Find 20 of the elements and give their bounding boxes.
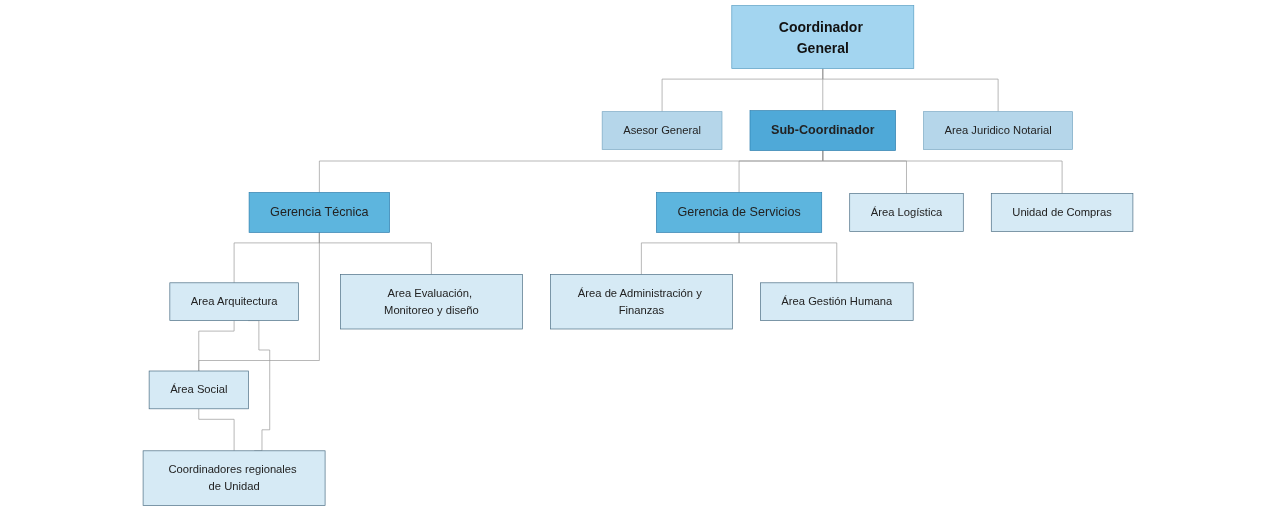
connector (738, 232, 838, 284)
connector (198, 320, 235, 372)
connector (198, 408, 235, 452)
node-box: Area Evaluación, Monitoreo y diseño (340, 274, 523, 330)
node-box: Área Social (148, 370, 249, 410)
node-box: Coordinadores regionales de Unidad (142, 450, 326, 506)
node-box: Unidad de Compras (990, 193, 1134, 232)
connector (822, 150, 1063, 194)
node-box: Área de Administración y Finanzas (550, 274, 733, 330)
node-box: Gerencia de Servicios (656, 192, 823, 233)
connector (822, 68, 999, 112)
node-box: Gerencia Técnica (248, 192, 390, 233)
node-box: Sub-Coordinador (749, 110, 896, 151)
node-box: Area Arquitectura (169, 282, 299, 321)
node-box: Área Logística (849, 193, 964, 232)
connector (319, 232, 432, 275)
node-box: Coordinador General (731, 5, 915, 69)
node-box: Asesor General (601, 111, 723, 150)
node-box: Área Gestión Humana (760, 282, 914, 321)
node-box: Area Juridico Notarial (923, 111, 1073, 150)
